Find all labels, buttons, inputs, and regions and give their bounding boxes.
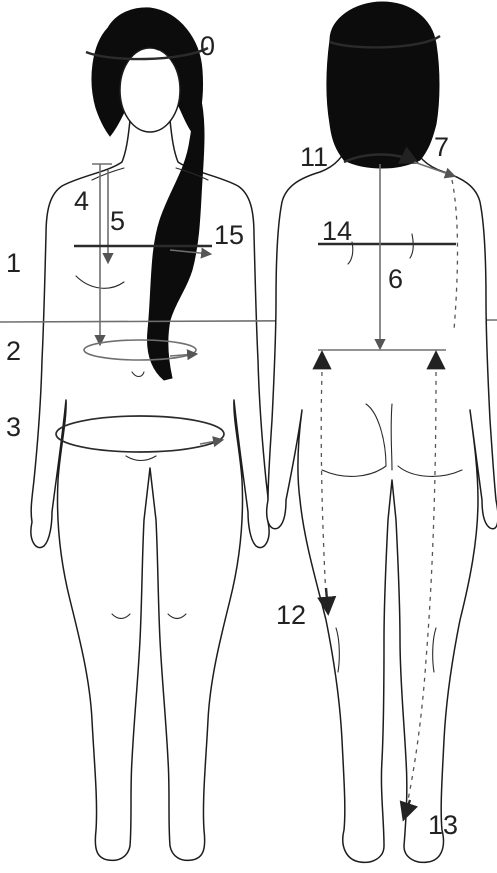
label-13: 13 <box>428 810 458 840</box>
label-14: 14 <box>322 216 352 246</box>
label-7: 7 <box>434 132 449 162</box>
back-body-outline <box>267 140 497 862</box>
label-12: 12 <box>276 600 306 630</box>
label-3: 3 <box>6 412 21 442</box>
back-figure <box>267 2 497 862</box>
back-hair <box>327 2 439 168</box>
front-figure <box>31 8 269 860</box>
label-2: 2 <box>6 336 21 366</box>
front-face <box>120 48 180 132</box>
label-1: 1 <box>6 248 21 278</box>
label-5: 5 <box>110 206 125 236</box>
label-4: 4 <box>74 186 89 216</box>
label-11: 11 <box>300 142 328 172</box>
label-6: 6 <box>388 264 403 294</box>
label-15: 15 <box>214 220 244 250</box>
label-0: 0 <box>200 31 215 61</box>
